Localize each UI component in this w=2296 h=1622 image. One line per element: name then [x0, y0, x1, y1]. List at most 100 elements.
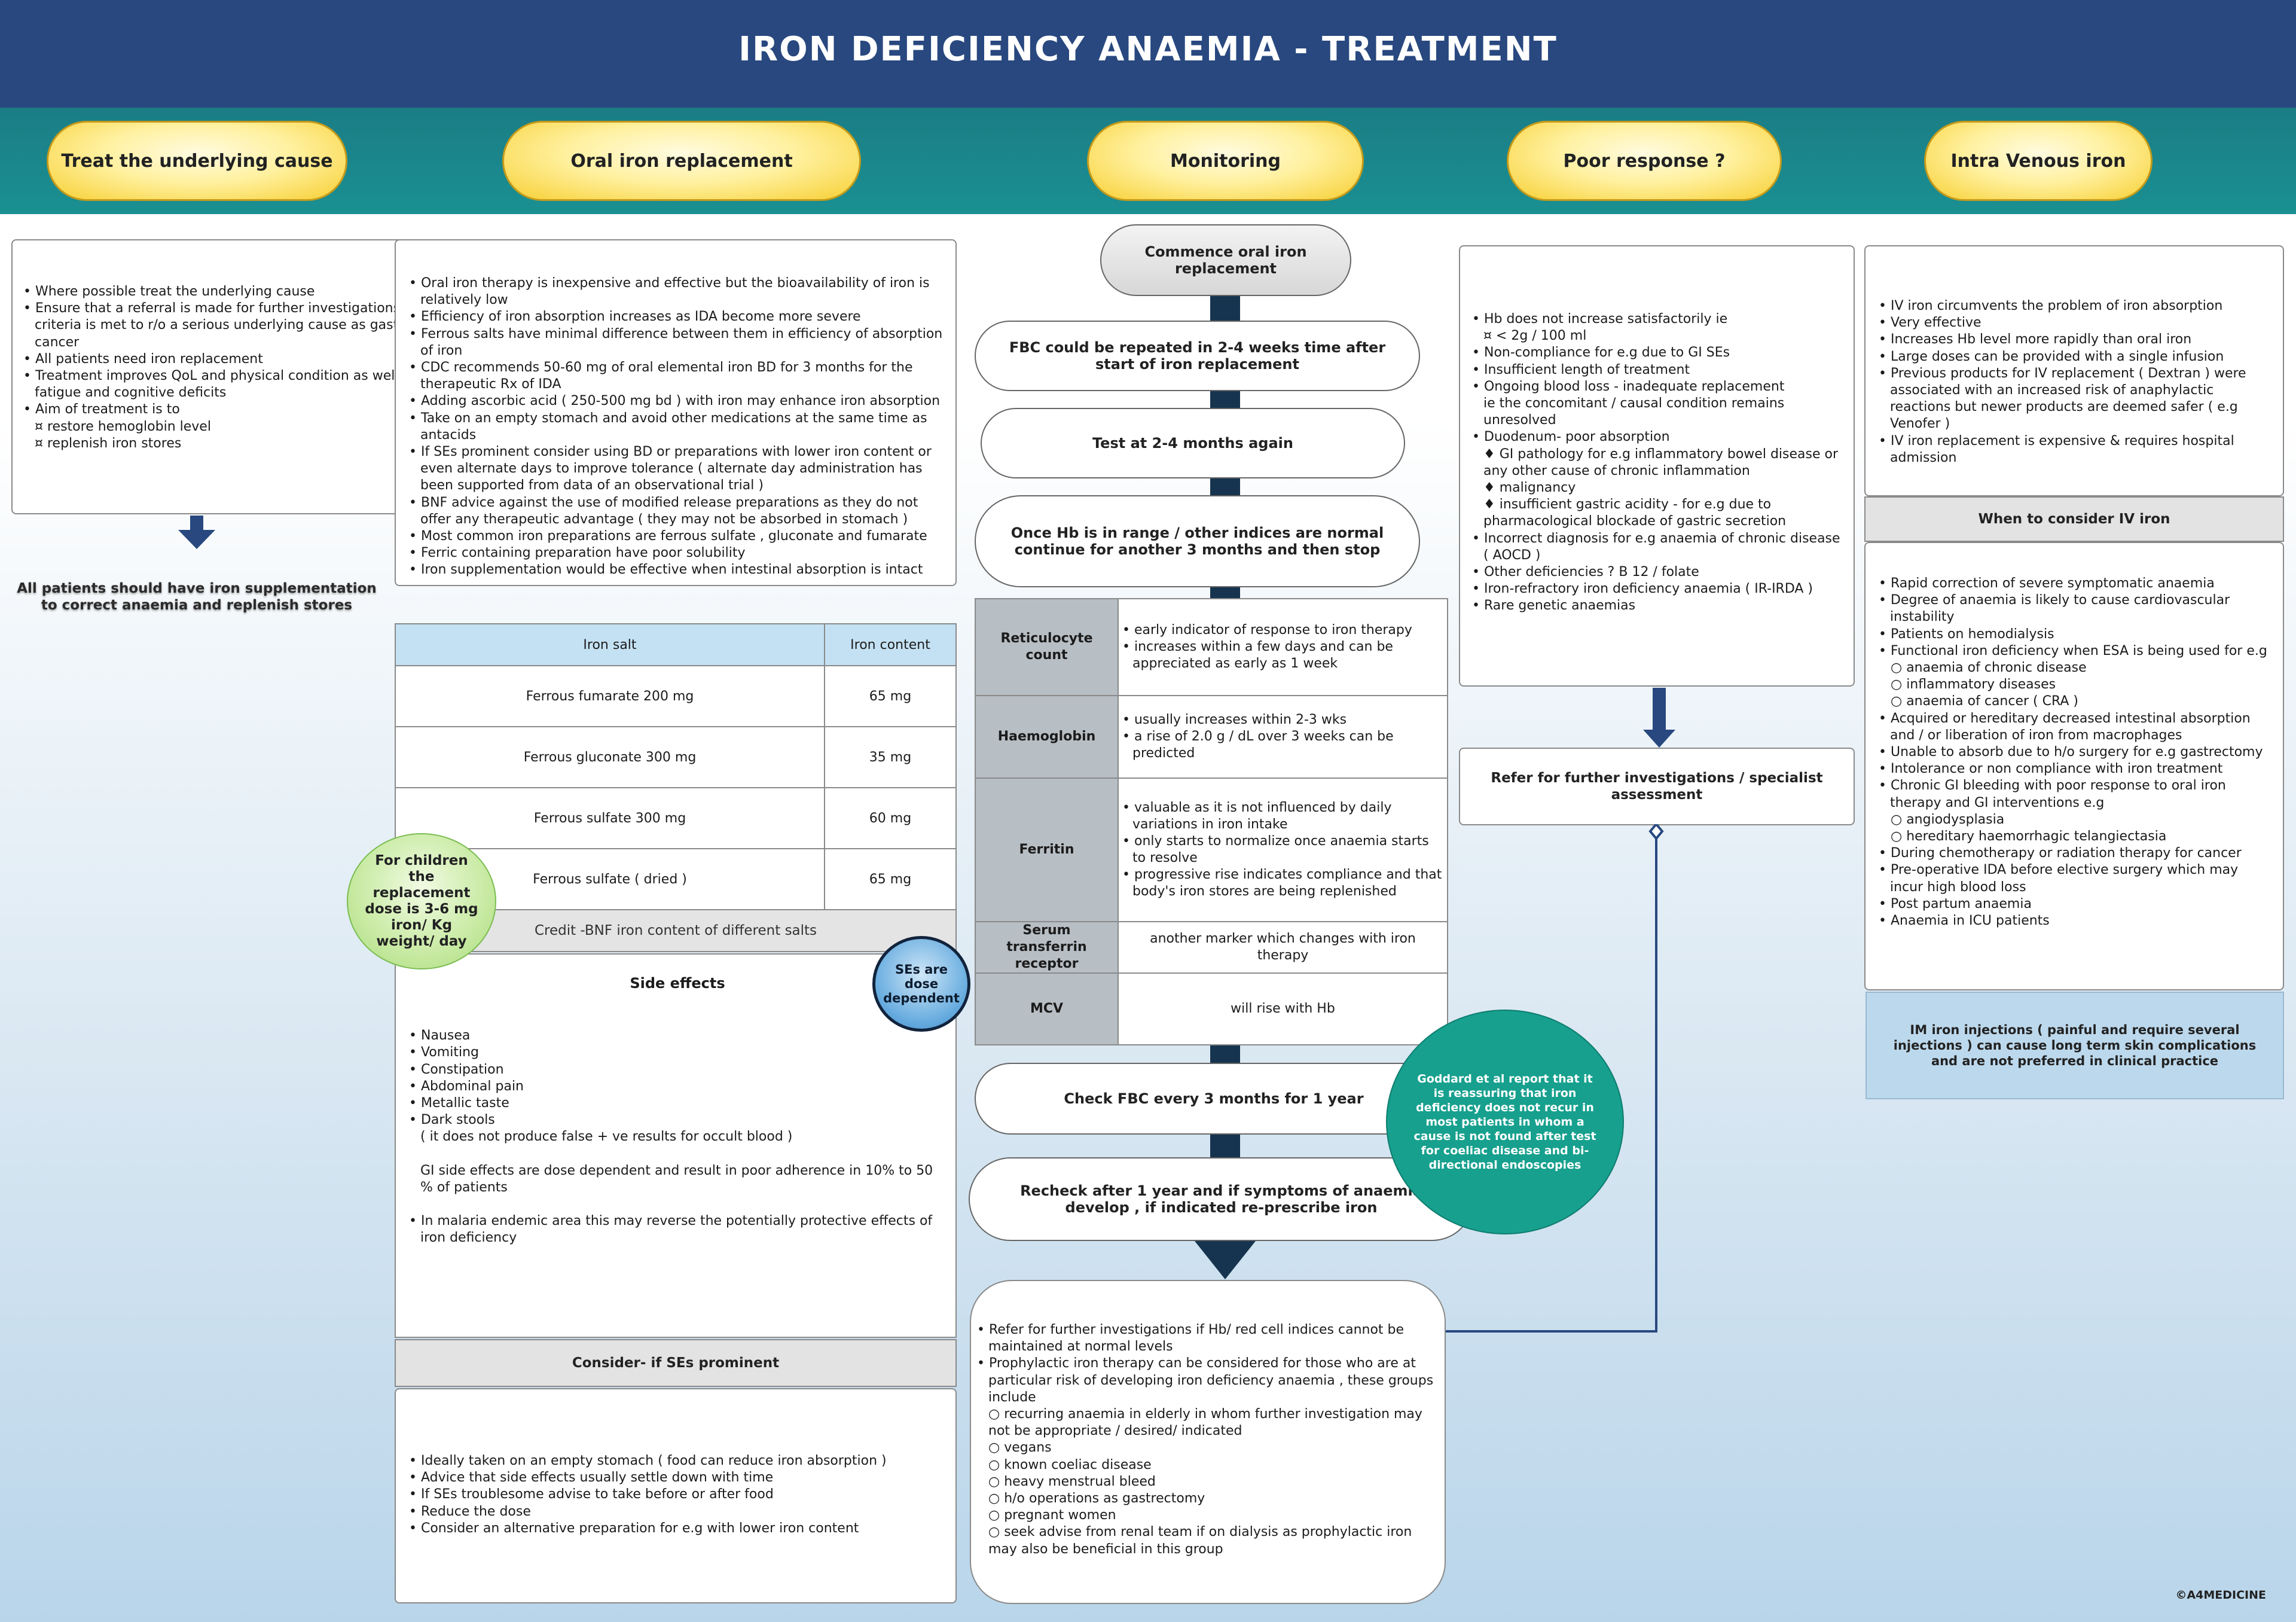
list-item: • Take on an empty stomach and avoid oth… [409, 410, 927, 443]
list-subitem: ♦ GI pathology for e.g inflammatory bowe… [1483, 446, 1838, 478]
list-subitem: ○ pregnant women [988, 1508, 1116, 1523]
list-item: • Previous products for IV replacement (… [1879, 365, 2246, 432]
children-dose-note: For children the replacement dose is 3-6… [347, 833, 496, 969]
list-subitem: ○ h/o operations as gastrectomy [988, 1491, 1205, 1507]
refer-prophylactic-box: • Refer for further investigations if Hb… [970, 1280, 1446, 1604]
list-item: • Refer for further investigations if Hb… [977, 1322, 1405, 1355]
cause-note: All patients should have iron supplement… [17, 581, 377, 613]
list-item: • Ongoing blood loss - inadequate replac… [1472, 379, 1785, 394]
commence-iron-step: Commence oral iron replacement [1100, 224, 1351, 296]
hb-in-range-step: Once Hb is in range / other indices are … [975, 495, 1420, 587]
list-item: • If SEs prominent consider using BD or … [409, 444, 932, 493]
list-item: • Most common iron preparations are ferr… [409, 529, 927, 544]
list-item: • Functional iron deficiency when ESA is… [1879, 643, 2267, 658]
header-treat-cause: Treat the underlying cause [47, 121, 347, 201]
table-cell: 65 mg [824, 848, 957, 910]
list-subitem: ¤ replenish iron stores [35, 435, 182, 451]
marker-name: Serum transferrin receptor [975, 921, 1119, 974]
list-item: • Other deficiencies ? B 12 / folate [1472, 565, 1699, 580]
list-item: • All patients need iron replacement [23, 351, 263, 367]
when-iv-header: When to consider IV iron [1864, 496, 2284, 542]
table-cell: 35 mg [824, 726, 957, 788]
list-item: • Advice that side effects usually settl… [409, 1470, 774, 1486]
list-item: • Iron-refractory iron deficiency anaemi… [1472, 581, 1813, 597]
table-cell: Ferrous gluconate 300 mg [395, 726, 825, 788]
marker-name: Haemoglobin [975, 695, 1119, 779]
list-item: • CDC recommends 50-60 mg of oral elemen… [409, 360, 913, 392]
table-row: Haemoglobin• usually increases within 2-… [975, 695, 1448, 779]
list-item: • Consider an alternative preparation fo… [409, 1520, 859, 1536]
list-item: • Acquired or hereditary decreased intes… [1879, 711, 2251, 743]
list-item: • During chemotherapy or radiation thera… [1879, 846, 2242, 861]
header-iv-iron: Intra Venous iron [1924, 121, 2152, 201]
list-item: • Post partum anaemia [1879, 896, 2032, 911]
recheck-step: Recheck after 1 year and if symptoms of … [969, 1157, 1474, 1241]
list-item: • Dark stools [409, 1112, 495, 1128]
feedback-connector [1446, 824, 1664, 1333]
side-note: ( it does not produce false + ve results… [420, 1129, 793, 1145]
list-item: • Vomiting [409, 1045, 479, 1060]
list-subitem: ○ anaemia of chronic disease [1891, 660, 2087, 676]
ses-dose-badge: SEs are dose dependent [872, 936, 970, 1032]
page-title: IRON DEFICIENCY ANAEMIA - TREATMENT [738, 30, 1558, 69]
table-cell: 65 mg [824, 665, 957, 727]
list-item: • Metallic taste [409, 1096, 509, 1111]
fbc-repeat-step: FBC could be repeated in 2-4 weeks time … [975, 321, 1420, 391]
list-item: • BNF advice against the use of modified… [409, 495, 918, 527]
down-arrow-icon [1643, 688, 1675, 748]
list-item: • Abdominal pain [409, 1078, 524, 1094]
marker-name: Ferritin [975, 778, 1119, 922]
consider-header: Consider- if SEs prominent [395, 1339, 957, 1387]
list-item: • Adding ascorbic acid ( 250-500 mg bd )… [409, 394, 941, 409]
list-item: • Intolerance or non compliance with iro… [1879, 761, 2223, 777]
list-item: • Iron supplementation would be effectiv… [409, 562, 923, 578]
header-oral-iron: Oral iron replacement [502, 121, 861, 201]
table-row: Ferritin• valuable as it is not influenc… [975, 778, 1448, 922]
side-effects-title: Side effects [630, 975, 725, 992]
list-item: • Rapid correction of severe symptomatic… [1879, 576, 2215, 591]
marker-name: Reticulocyte count [975, 598, 1119, 696]
iv-iron-box: • IV iron circumvents the problem of iro… [1864, 245, 2284, 496]
title-banner [0, 0, 2296, 108]
list-item: • If SEs troublesome advise to take befo… [409, 1487, 774, 1502]
list-item: • Ferrous salts have minimal difference … [409, 326, 943, 358]
marker-detail: • valuable as it is not influenced by da… [1118, 778, 1448, 922]
list-subitem: ○ recurring anaemia in elderly in whom f… [988, 1407, 1422, 1439]
header-poor-response: Poor response ? [1507, 121, 1782, 201]
list-item: • Anaemia in ICU patients [1879, 913, 2050, 929]
list-subitem: ○ angiodysplasia [1891, 812, 2005, 827]
list-subitem: ○ known coeliac disease [988, 1457, 1152, 1472]
list-subitem: ¤ < 2g / 100 ml [1483, 328, 1587, 344]
table-row: Reticulocyte count• early indicator of r… [975, 598, 1448, 696]
list-item: • Unable to absorb due to h/o surgery fo… [1879, 745, 2263, 760]
im-iron-note: IM iron injections ( painful and require… [1866, 992, 2284, 1099]
list-subitem: ○ seek advise from renal team if on dial… [988, 1525, 1412, 1557]
copyright: ©A4MEDICINE [2175, 1589, 2266, 1602]
list-item: • Very effective [1879, 315, 1981, 331]
marker-detail: • usually increases within 2-3 wks• a ri… [1118, 695, 1448, 779]
list-item: • Oral iron therapy is inexpensive and e… [409, 276, 930, 308]
list-item: • In malaria endemic area this may rever… [409, 1214, 933, 1246]
list-subitem: ○ inflammatory diseases [1891, 677, 2056, 693]
consider-box: • Ideally taken on an empty stomach ( fo… [395, 1388, 957, 1603]
down-arrow-icon [1195, 1241, 1256, 1279]
down-arrow-icon [178, 516, 215, 549]
oral-iron-box: • Oral iron therapy is inexpensive and e… [395, 239, 957, 586]
goddard-report-note: Goddard et al report that it is reassuri… [1386, 1010, 1624, 1234]
list-item: • IV iron circumvents the problem of iro… [1879, 298, 2223, 313]
list-item: • Hb does not increase satisfactorily ie [1472, 312, 1728, 327]
list-subitem: ♦ malignancy [1483, 480, 1576, 496]
list-item: • Reduce the dose [409, 1504, 531, 1519]
side-note: GI side effects are dose dependent and r… [420, 1163, 933, 1195]
check-fbc-step: Check FBC every 3 months for 1 year [975, 1063, 1453, 1135]
list-subitem: ○ heavy menstrual bleed [988, 1474, 1156, 1489]
marker-detail: will rise with Hb [1118, 972, 1448, 1045]
list-item: • Prophylactic iron therapy can be consi… [977, 1356, 1434, 1405]
list-item: • Where possible treat the underlying ca… [23, 284, 315, 299]
list-item: • Patients on hemodialysis [1879, 626, 2054, 642]
